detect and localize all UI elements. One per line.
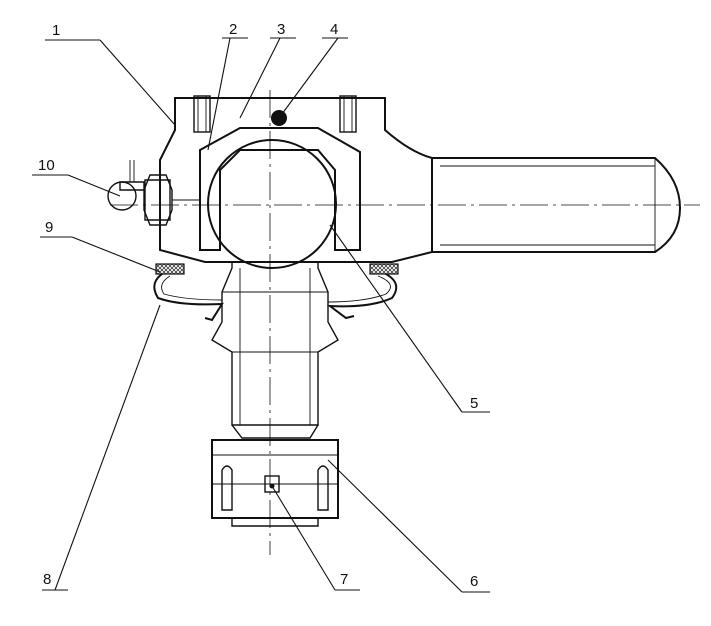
callout-3: 3 bbox=[277, 21, 285, 38]
grease-channel-dot bbox=[271, 110, 287, 126]
callout-5: 5 bbox=[470, 395, 478, 412]
dust-boot bbox=[153, 271, 398, 322]
castle-nut bbox=[211, 439, 339, 527]
grease-fitting bbox=[107, 160, 200, 226]
callout-2: 2 bbox=[229, 21, 237, 38]
callout-4: 4 bbox=[330, 21, 338, 38]
callout-6: 6 bbox=[470, 573, 478, 590]
callout-10: 10 bbox=[38, 157, 55, 174]
ball-stud bbox=[207, 139, 339, 439]
callout-1: 1 bbox=[52, 22, 60, 39]
callout-9: 9 bbox=[45, 219, 53, 236]
leader-lines bbox=[32, 37, 490, 593]
ball-seat-liner bbox=[199, 127, 361, 251]
top-bolt-right bbox=[339, 95, 357, 133]
boot-clamp-right bbox=[369, 263, 399, 275]
callout-7: 7 bbox=[340, 571, 348, 588]
callout-8: 8 bbox=[43, 571, 51, 588]
boot-clamp-left bbox=[155, 263, 185, 275]
top-bolt-left bbox=[193, 95, 211, 133]
housing-body bbox=[159, 97, 682, 263]
